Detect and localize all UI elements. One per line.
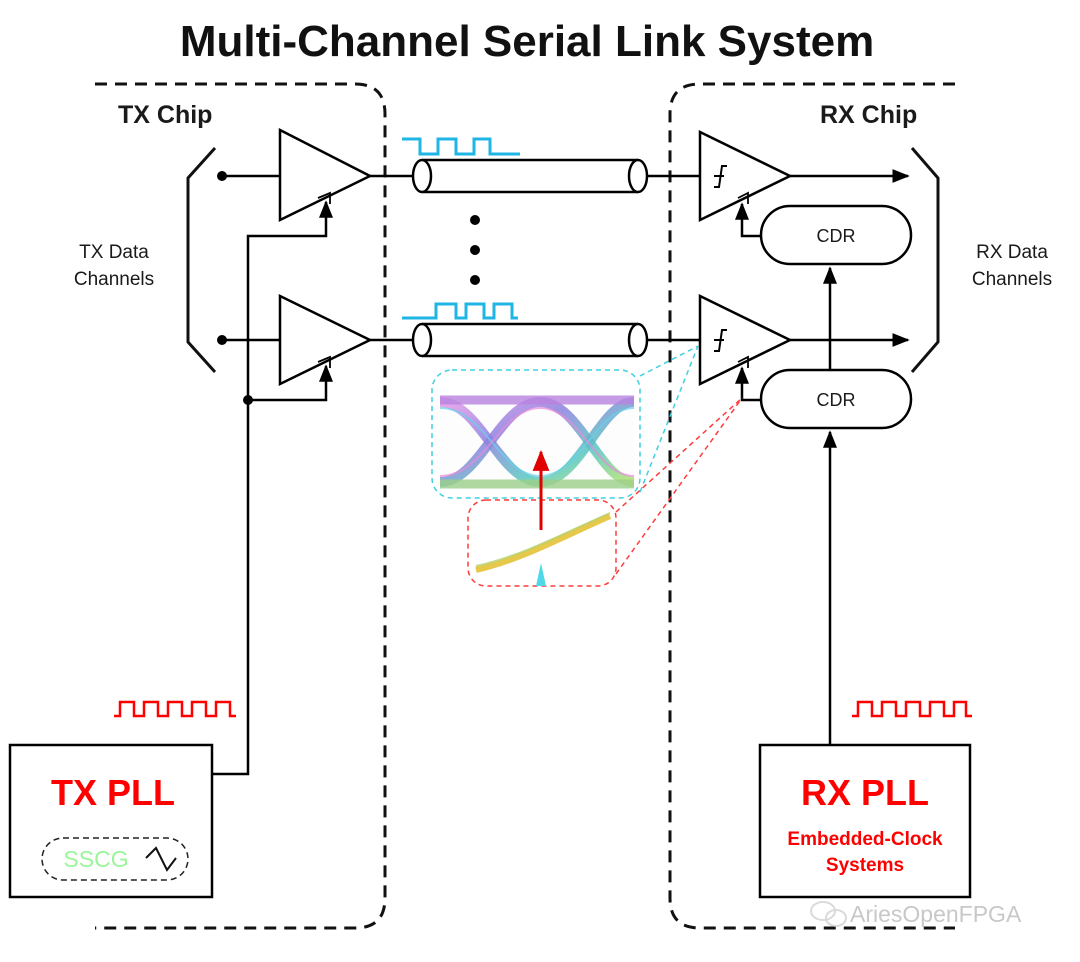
sscg-label: SSCG: [63, 846, 128, 872]
cable-1: [411, 158, 649, 194]
rx-pll-subtitle-line2: Systems: [826, 855, 904, 876]
diagram-title: Multi-Channel Serial Link System: [180, 17, 874, 66]
sscg-frame: [41, 837, 189, 881]
tx-clock-net: [212, 200, 333, 776]
eye-diagram-zoom-frame: [431, 369, 641, 499]
channel-ellipsis-dot-3: [470, 275, 480, 285]
tx-chip-boundary: [95, 82, 387, 930]
cdr-label-2: CDR: [817, 390, 856, 410]
tx-clock-junction: [243, 395, 253, 405]
rx-sampler-1: [698, 129, 793, 223]
rx-sampler-2: [698, 293, 793, 387]
tx-pll-block: [8, 743, 214, 899]
eye-diagram: [439, 395, 635, 489]
rx-chip-label: RX Chip: [820, 101, 917, 129]
wechat-icon: [810, 901, 847, 927]
rx-pll-subtitle-line1: Embedded-Clock: [787, 829, 943, 850]
tx-driver-1: [278, 127, 373, 223]
rx-data-channels-line2: Channels: [972, 269, 1052, 290]
jitter-transition-trace: [475, 512, 612, 586]
cdr-label-1: CDR: [817, 226, 856, 246]
watermark-text: AriesOpenFPGA: [850, 901, 1022, 927]
cable-2: [411, 322, 649, 358]
data-waveform-2: [402, 302, 518, 320]
tx-driver-2: [278, 293, 373, 387]
rx-pll-label: RX PLL: [801, 772, 929, 813]
tx-data-channels-line2: Channels: [74, 269, 154, 290]
tx-pll-label: TX PLL: [51, 772, 175, 813]
rx-pll-block: [758, 743, 972, 899]
rx-sampler-1-hysteresis: [714, 165, 727, 188]
data-waveform-1: [402, 137, 520, 156]
tx-channel-bracket: [186, 146, 217, 374]
tx-chip-label: TX Chip: [118, 101, 212, 129]
rx-chip-boundary: [668, 82, 955, 930]
channel-ellipsis-dot-1: [470, 215, 480, 225]
rx-sampler-2-hysteresis: [714, 329, 727, 352]
sine-wave-icon: [145, 846, 177, 872]
rx-channel-bracket: [910, 147, 940, 373]
rx-clock-waveform: [852, 700, 972, 718]
channel-ellipsis-dot-2: [470, 245, 480, 255]
tx-clock-waveform: [114, 700, 236, 718]
tx-data-channels-line1: TX Data: [79, 242, 149, 263]
rx-data-channels-line1: RX Data: [976, 242, 1048, 263]
